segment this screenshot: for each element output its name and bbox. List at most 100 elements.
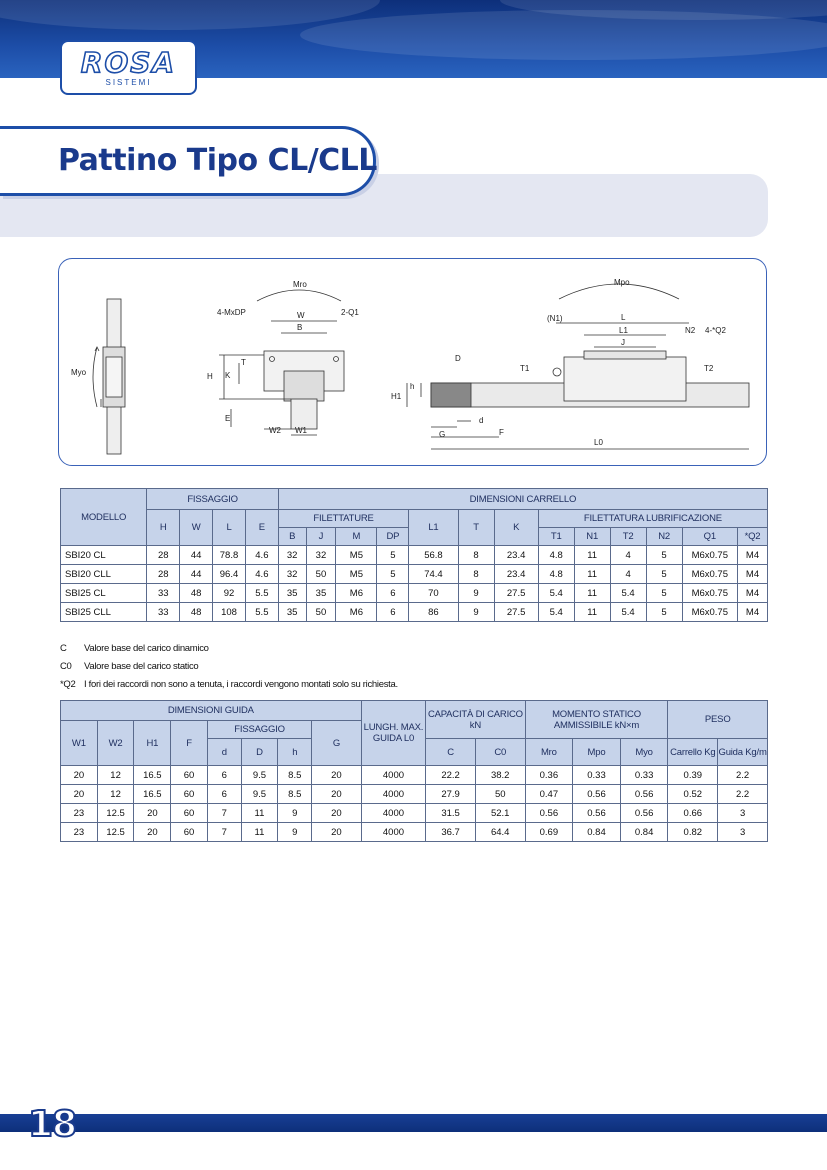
label-t1: T1 bbox=[520, 364, 530, 373]
th-capacita: CAPACITÀ DI CARICO kN bbox=[425, 700, 526, 739]
table-cell: 44 bbox=[179, 545, 214, 565]
table-cell: 4000 bbox=[360, 765, 427, 785]
table-cell: 4000 bbox=[360, 822, 427, 842]
table-cell: 92 bbox=[212, 583, 246, 603]
table-cell: 5.4 bbox=[609, 583, 647, 603]
table-cell: 48 bbox=[179, 583, 214, 603]
page-title: Pattino Tipo CL/CLL bbox=[58, 143, 377, 178]
table-cell: 0.56 bbox=[619, 784, 669, 804]
table-cell: 20 bbox=[133, 822, 172, 842]
footer-band bbox=[0, 1114, 827, 1132]
table-cell: 9 bbox=[277, 803, 313, 823]
table-cell: 48 bbox=[179, 602, 214, 622]
label-q1: 2-Q1 bbox=[341, 308, 359, 317]
th-e: E bbox=[244, 509, 279, 546]
table-cell: M5 bbox=[335, 545, 378, 565]
table-cell: 23.4 bbox=[493, 564, 539, 584]
table-cell: 6 bbox=[376, 583, 410, 603]
table-cell: 32 bbox=[277, 545, 307, 565]
table-cell: 11 bbox=[573, 545, 611, 565]
table-cell: 27.5 bbox=[493, 583, 539, 603]
th-n2: N2 bbox=[645, 527, 683, 546]
table-cell: 50 bbox=[305, 564, 337, 584]
table-cell: M4 bbox=[737, 545, 768, 565]
table-cell: 4.6 bbox=[244, 564, 279, 584]
th-f: F bbox=[170, 720, 208, 766]
label-n1: (N1) bbox=[547, 314, 563, 323]
table-cell: M6 bbox=[335, 602, 378, 622]
th-dimensioni-carrello: DIMENSIONI CARRELLO bbox=[277, 488, 769, 510]
label-f: F bbox=[499, 428, 504, 437]
table-cell: 0.84 bbox=[619, 822, 669, 842]
table-cell: 16.5 bbox=[133, 784, 172, 804]
table-cell: 64.4 bbox=[474, 822, 526, 842]
th-d-big: D bbox=[240, 738, 279, 766]
note-key: C bbox=[60, 643, 67, 654]
label-n2: N2 bbox=[685, 326, 696, 335]
table-cell: 50 bbox=[305, 602, 337, 622]
table-cell: 6 bbox=[376, 602, 410, 622]
table-cell: 50 bbox=[474, 784, 526, 804]
side-elevation bbox=[406, 283, 750, 450]
th-peso: PESO bbox=[667, 700, 768, 739]
table-cell: 12 bbox=[96, 784, 135, 804]
th-lungh-max: LUNGH. MAX. GUIDA L0 bbox=[360, 700, 427, 766]
th-dimensioni-guida: DIMENSIONI GUIDA bbox=[60, 700, 362, 721]
table-cell: 5.5 bbox=[244, 602, 279, 622]
table-cell: 4 bbox=[609, 564, 647, 584]
table-cell: 12.5 bbox=[96, 822, 135, 842]
table-cell: 0.56 bbox=[524, 803, 574, 823]
th-t: T bbox=[457, 509, 495, 546]
table-cell: 4.8 bbox=[537, 545, 575, 565]
th-q2: *Q2 bbox=[737, 527, 768, 546]
table-cell: 28 bbox=[146, 564, 181, 584]
table-cell: 60 bbox=[170, 784, 208, 804]
th-b: B bbox=[277, 527, 307, 546]
table-cell: 38.2 bbox=[474, 765, 526, 785]
table-cell: 0.66 bbox=[667, 803, 719, 823]
table-cell: 52.1 bbox=[474, 803, 526, 823]
table-cell: 4.6 bbox=[244, 545, 279, 565]
table-cell: 3 bbox=[717, 822, 768, 842]
th-t2: T2 bbox=[609, 527, 647, 546]
th-j: J bbox=[305, 527, 337, 546]
table-cell: 35 bbox=[305, 583, 337, 603]
carriage-dimensions-table: MODELLO FISSAGGIO DIMENSIONI CARRELLO H … bbox=[59, 488, 769, 622]
table-cell: 2.2 bbox=[717, 765, 768, 785]
table-cell: 27.5 bbox=[493, 602, 539, 622]
table-cell: 20 bbox=[311, 784, 362, 804]
table-cell: 11 bbox=[573, 564, 611, 584]
table-cell: 35 bbox=[277, 602, 307, 622]
th-mro: Mro bbox=[524, 738, 574, 766]
table-cell: 3 bbox=[717, 803, 768, 823]
th-l1: L1 bbox=[408, 509, 459, 546]
th-h1: H1 bbox=[133, 720, 172, 766]
th-q1: Q1 bbox=[681, 527, 739, 546]
label-mro: Mro bbox=[293, 280, 307, 289]
table-cell: 23 bbox=[60, 803, 98, 823]
table-cell: 32 bbox=[277, 564, 307, 584]
th-c0: C0 bbox=[474, 738, 526, 766]
th-w2: W2 bbox=[96, 720, 135, 766]
label-h: H bbox=[207, 372, 213, 381]
table-cell: 0.56 bbox=[619, 803, 669, 823]
th-myo: Myo bbox=[619, 738, 669, 766]
th-h-small: h bbox=[277, 738, 313, 766]
th-dp: DP bbox=[376, 527, 410, 546]
table-cell: 0.33 bbox=[572, 765, 621, 785]
label-j: J bbox=[621, 338, 625, 347]
table-cell: 33 bbox=[146, 583, 181, 603]
table-cell: 8.5 bbox=[277, 765, 313, 785]
title-frame bbox=[0, 126, 376, 196]
table-cell: 11 bbox=[240, 822, 279, 842]
table-cell: 27.9 bbox=[425, 784, 476, 804]
